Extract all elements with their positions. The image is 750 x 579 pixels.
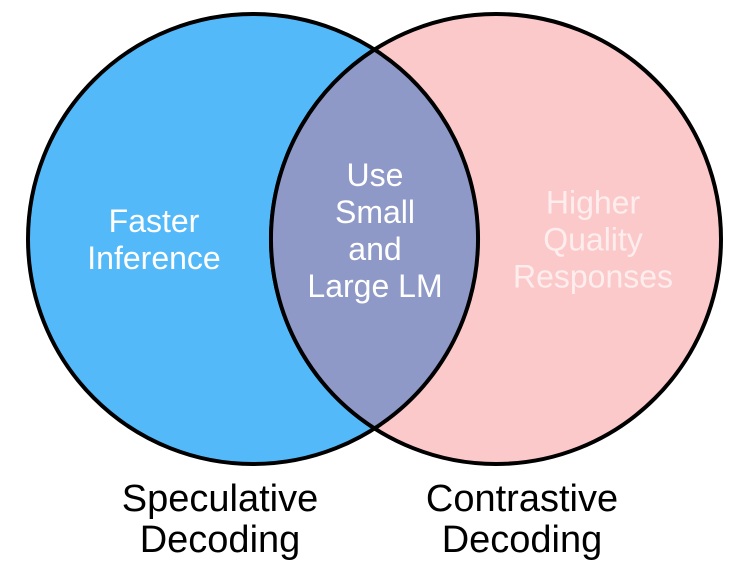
- left-region-line-1: Faster: [108, 203, 200, 239]
- right-region-label: Higher Quality Responses: [513, 185, 673, 296]
- right-region-line-3: Responses: [512, 258, 674, 295]
- overlap-region-line-1: Use: [346, 157, 404, 193]
- right-caption-line-1: Contrastive: [425, 478, 619, 520]
- overlap-lens-region: [269, 47, 480, 431]
- right-circle-caption: Contrastive Decoding: [426, 479, 618, 561]
- overlap-region-line-3: and: [348, 231, 402, 267]
- left-caption-line-1: Speculative: [121, 478, 319, 520]
- left-region-line-2: Inference: [87, 240, 221, 276]
- right-caption-line-2: Decoding: [441, 519, 603, 561]
- left-circle-caption: Speculative Decoding: [122, 479, 318, 561]
- left-caption-line-2: Decoding: [139, 519, 301, 561]
- right-region-line-1: Higher: [545, 184, 641, 221]
- overlap-region-line-4: Large LM: [307, 268, 443, 304]
- right-region-line-2: Quality: [543, 221, 643, 258]
- overlap-region-label: Use Small and Large LM: [307, 157, 442, 305]
- overlap-region-line-2: Small: [334, 194, 415, 230]
- left-region-label: Faster Inference: [87, 203, 220, 277]
